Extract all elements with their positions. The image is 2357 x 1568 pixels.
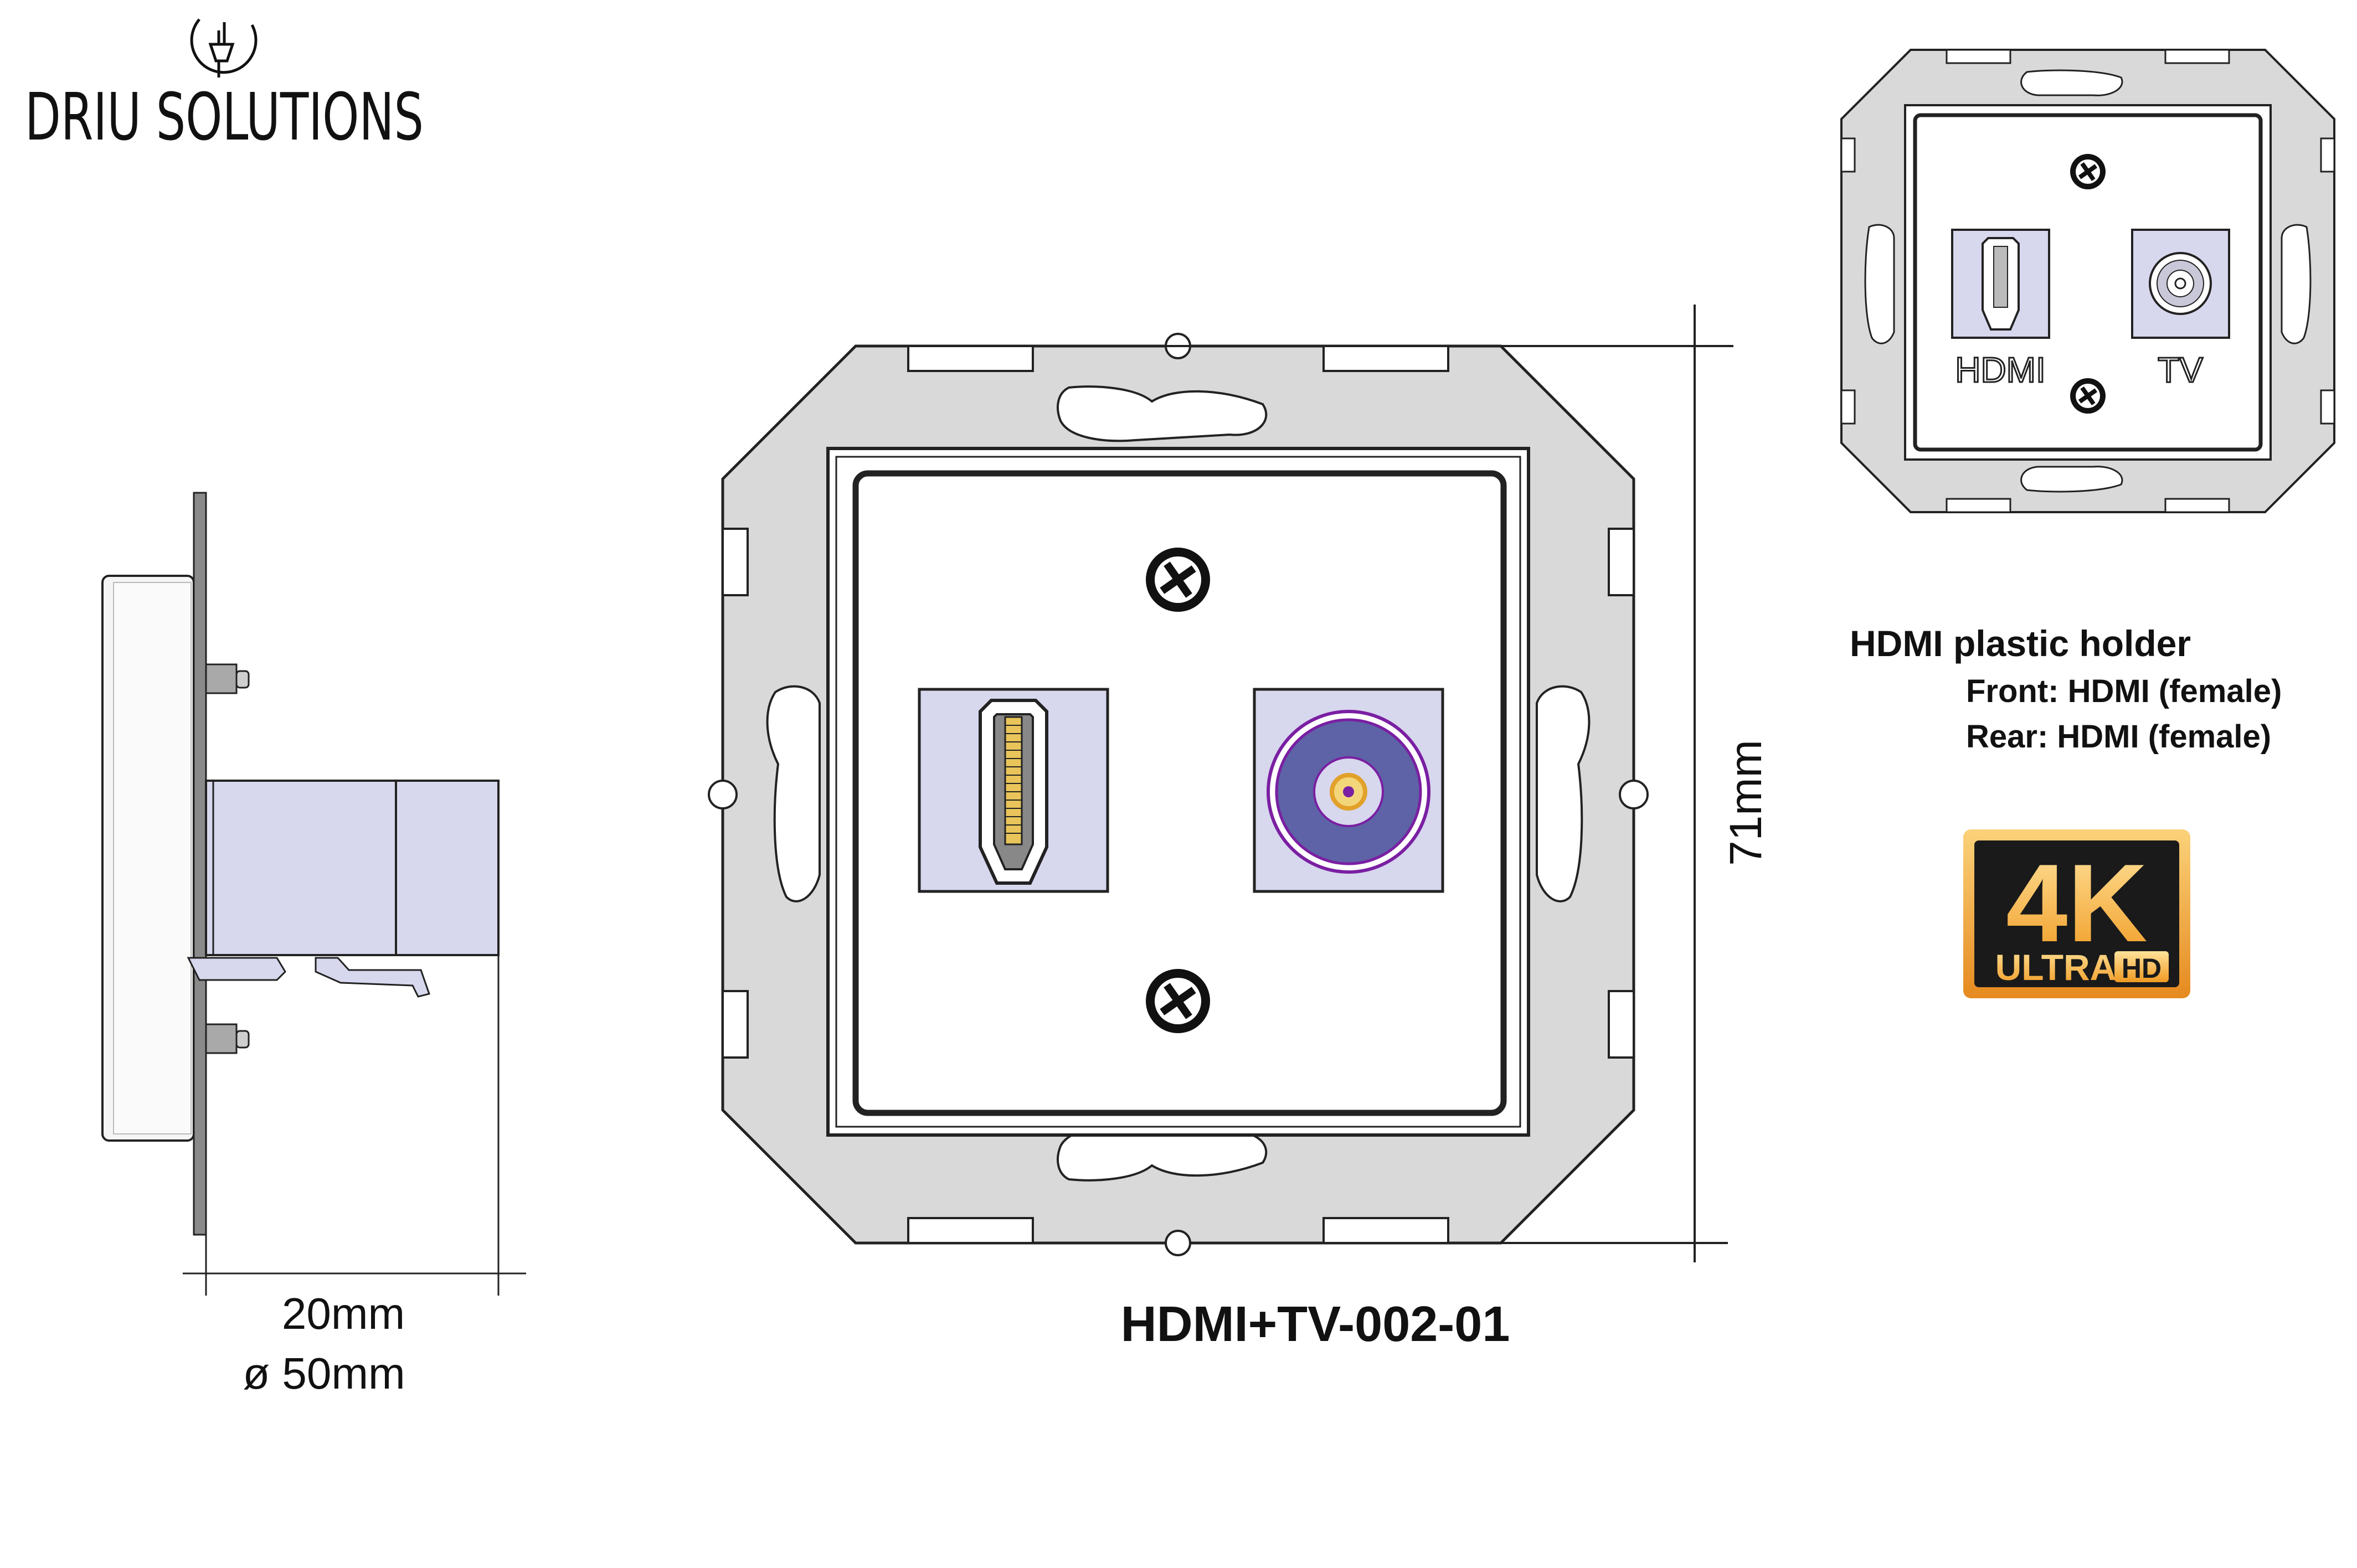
preview-top-screw-icon xyxy=(2070,154,2106,189)
preview-hdmi-label: HDMI xyxy=(1955,350,2046,390)
bulb-icon xyxy=(190,18,258,78)
mounting-holes xyxy=(766,385,1591,1182)
socket-preview: HDMI TV xyxy=(1840,49,2335,513)
brand-name: DRIU SOLUTIONS xyxy=(25,79,424,155)
diameter-label: ø 50mm xyxy=(243,1349,405,1398)
badge-4k: 4K xyxy=(2006,842,2148,965)
preview-tv-label: TV xyxy=(2158,350,2203,390)
frame-plate-side xyxy=(193,492,207,1236)
latch-clip-side xyxy=(187,957,286,981)
4k-ultra-hd-badge: 4K ULTRA HD xyxy=(1963,829,2190,998)
side-view: 20mm ø 50mm xyxy=(101,492,526,1398)
front-view: 71mm HDMI+TV-002-01 xyxy=(708,305,1771,1352)
frame-slots xyxy=(722,345,1635,1244)
preview-tv-port-icon xyxy=(2131,229,2230,339)
bottom-screw-side xyxy=(205,1023,250,1054)
description-rear: Rear: HDMI (female) xyxy=(1966,719,2271,755)
height-label: 71mm xyxy=(1721,740,1771,866)
bottom-screw-icon xyxy=(1146,969,1210,1033)
description-title: HDMI plastic holder xyxy=(1850,623,2191,664)
brand-logo: DRIU SOLUTIONS xyxy=(25,18,424,155)
hdmi-port-icon xyxy=(918,688,1109,893)
model-code: HDMI+TV-002-01 xyxy=(1121,1297,1510,1352)
badge-ultra: ULTRA xyxy=(1995,947,2117,988)
top-screw-icon xyxy=(1146,548,1210,612)
preview-hdmi-port-icon xyxy=(1951,229,2050,339)
badge-hd: HD xyxy=(2122,953,2162,984)
depth-dimension xyxy=(183,955,526,1296)
preview-bottom-screw-icon xyxy=(2070,378,2106,414)
height-dimension xyxy=(856,305,1733,1262)
tv-coax-port-icon xyxy=(1253,688,1444,893)
connector-body-side xyxy=(205,780,398,956)
top-screw-side xyxy=(205,663,250,694)
description-front: Front: HDMI (female) xyxy=(1966,673,2282,709)
product-description: HDMI plastic holder Front: HDMI (female)… xyxy=(1850,623,2282,755)
depth-label: 20mm xyxy=(282,1289,405,1338)
